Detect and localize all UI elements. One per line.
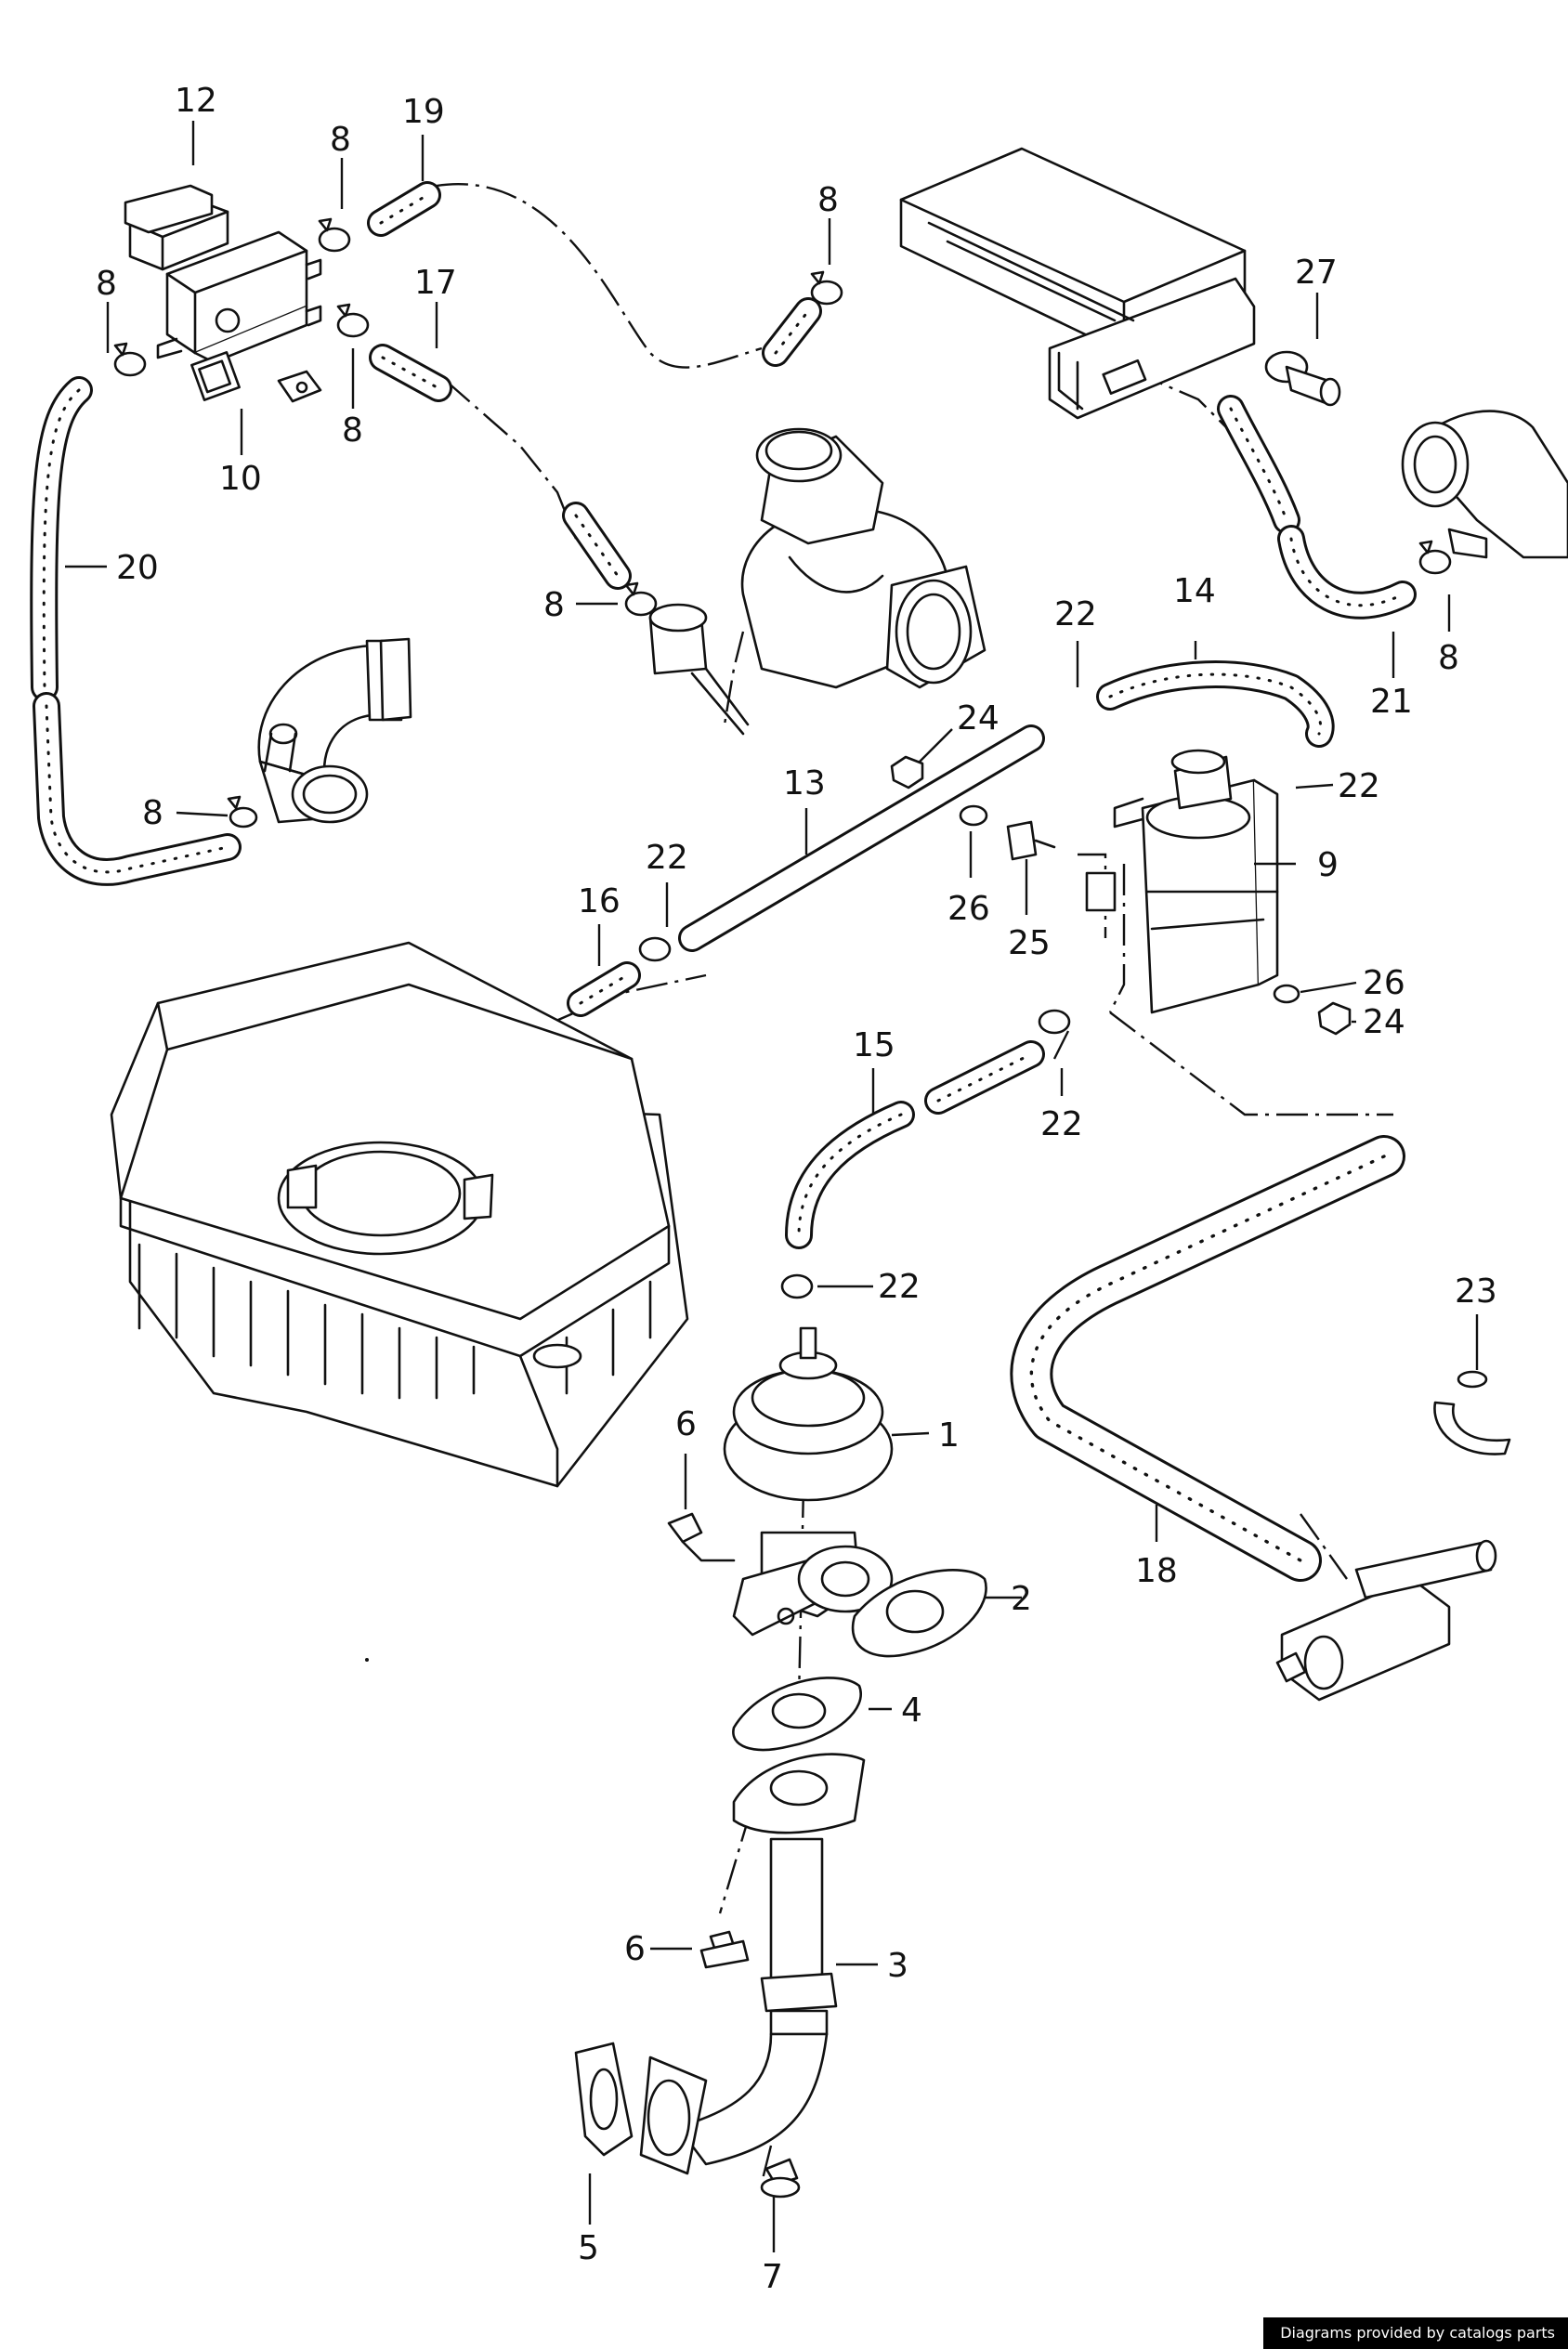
gasket-4 <box>732 1677 862 1752</box>
label-8: 8 <box>96 265 117 303</box>
air-filter-box <box>110 941 689 1488</box>
label-25: 25 <box>1008 924 1051 962</box>
label-6: 6 <box>624 1930 646 1968</box>
leader-lines <box>65 121 1479 2252</box>
label-15: 15 <box>853 1026 895 1064</box>
turbocharger <box>648 427 987 736</box>
hose-14 <box>1096 660 1335 748</box>
label-17: 17 <box>414 264 457 302</box>
label-8: 8 <box>543 586 565 624</box>
label-7: 7 <box>762 2258 783 2296</box>
label-1: 1 <box>938 1416 960 1455</box>
gasket-5 <box>574 2042 634 2157</box>
clamp-8-parts <box>113 217 1452 829</box>
label-13: 13 <box>783 764 826 803</box>
label-3: 3 <box>887 1947 908 1985</box>
label-20: 20 <box>116 549 159 587</box>
valve-10-group <box>124 184 322 403</box>
label-8: 8 <box>342 411 363 450</box>
label-26: 26 <box>1363 964 1405 1002</box>
hose-18 <box>1010 1135 1405 1582</box>
label-22: 22 <box>1054 595 1097 633</box>
label-4: 4 <box>901 1691 922 1729</box>
label-8: 8 <box>142 794 163 832</box>
plug-27 <box>1264 350 1341 407</box>
label-8: 8 <box>330 121 351 159</box>
thermostat-housing <box>1401 410 1568 559</box>
connection-lines <box>436 183 1393 2184</box>
label-21: 21 <box>1370 683 1413 721</box>
gasket-2 <box>851 1569 987 1658</box>
label-22: 22 <box>646 839 688 877</box>
control-unit <box>899 147 1256 420</box>
label-14: 14 <box>1173 572 1216 610</box>
label-2: 2 <box>1011 1580 1032 1618</box>
footer-credit: Diagrams provided by catalogs parts <box>1263 2317 1568 2349</box>
hose-20 <box>30 376 242 886</box>
pressure-converter-9 <box>1085 749 1279 1014</box>
label-22: 22 <box>1338 767 1380 805</box>
label-23: 23 <box>1455 1272 1497 1311</box>
label-24: 24 <box>1363 1003 1405 1041</box>
label-12: 12 <box>175 82 217 120</box>
label-27: 27 <box>1295 254 1338 292</box>
label-22: 22 <box>878 1268 921 1306</box>
label-22: 22 <box>1040 1105 1083 1143</box>
egr-valve-1 <box>667 1326 894 1637</box>
small-fittings <box>890 755 1352 1036</box>
label-26: 26 <box>947 890 990 928</box>
label-6: 6 <box>675 1405 697 1443</box>
label-8: 8 <box>1438 639 1459 677</box>
label-18: 18 <box>1135 1552 1178 1590</box>
intake-elbow <box>257 637 412 824</box>
hose-15 <box>780 1009 1071 1299</box>
label-16: 16 <box>578 882 621 920</box>
pipe-13 <box>678 724 1045 952</box>
label-8: 8 <box>817 181 839 219</box>
short-hoses <box>367 181 822 590</box>
callout-labels: 12 19 8 8 17 8 10 20 8 8 8 27 14 22 8 21… <box>96 82 1497 2296</box>
egr-pipe-3 <box>639 1753 866 2175</box>
label-19: 19 <box>402 93 445 131</box>
bolts-and-nuts <box>699 1930 801 2199</box>
label-5: 5 <box>578 2229 599 2267</box>
hose-21 <box>1217 395 1417 620</box>
label-10: 10 <box>219 460 262 498</box>
label-9: 9 <box>1317 846 1339 884</box>
hose-16 <box>567 936 672 1017</box>
tee-connector <box>1275 1539 1497 1702</box>
clamp-23 <box>1433 1370 1511 1455</box>
label-24: 24 <box>957 699 1000 737</box>
